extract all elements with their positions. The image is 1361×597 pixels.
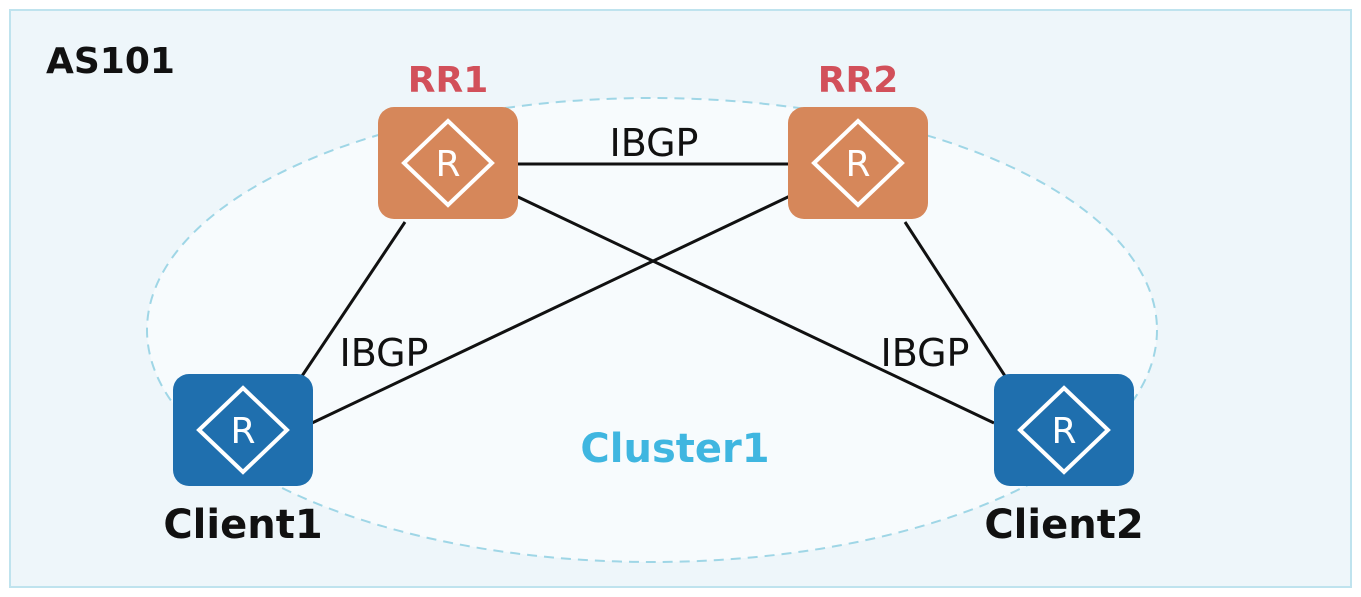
rr1-router-box <box>378 107 518 219</box>
as-area-label: AS101 <box>46 41 175 82</box>
cluster-ellipse <box>146 97 1158 563</box>
link-rr2-client1 <box>311 194 791 425</box>
node-client1: R Client1 <box>163 374 323 548</box>
router-glyph: R <box>435 144 460 185</box>
link-label-rr1-client1: IBGP <box>340 331 429 375</box>
link-rr1-client1 <box>300 221 407 377</box>
router-glyph: R <box>1051 411 1076 452</box>
router-icon: R <box>196 385 290 475</box>
client1-router-box <box>173 374 313 486</box>
client2-label: Client2 <box>984 502 1143 548</box>
router-glyph: R <box>845 144 870 185</box>
link-label-rr2-client2: IBGP <box>881 331 970 375</box>
link-rr2-client2 <box>903 221 1007 377</box>
client1-label: Client1 <box>163 502 322 548</box>
rr2-router-box <box>788 107 928 219</box>
node-rr2: R RR2 <box>788 60 928 219</box>
link-rr1-client2 <box>515 194 995 425</box>
router-icon: R <box>401 118 495 208</box>
node-rr1: R RR1 <box>378 60 518 219</box>
client2-router-box <box>994 374 1134 486</box>
rr1-label: RR1 <box>408 60 489 101</box>
router-icon: R <box>1017 385 1111 475</box>
link-label-rr1-rr2: IBGP <box>610 121 699 165</box>
router-icon: R <box>811 118 905 208</box>
node-client2: R Client2 <box>984 374 1144 548</box>
cluster-label: Cluster1 <box>580 426 769 472</box>
rr2-label: RR2 <box>818 60 899 101</box>
router-glyph: R <box>230 411 255 452</box>
